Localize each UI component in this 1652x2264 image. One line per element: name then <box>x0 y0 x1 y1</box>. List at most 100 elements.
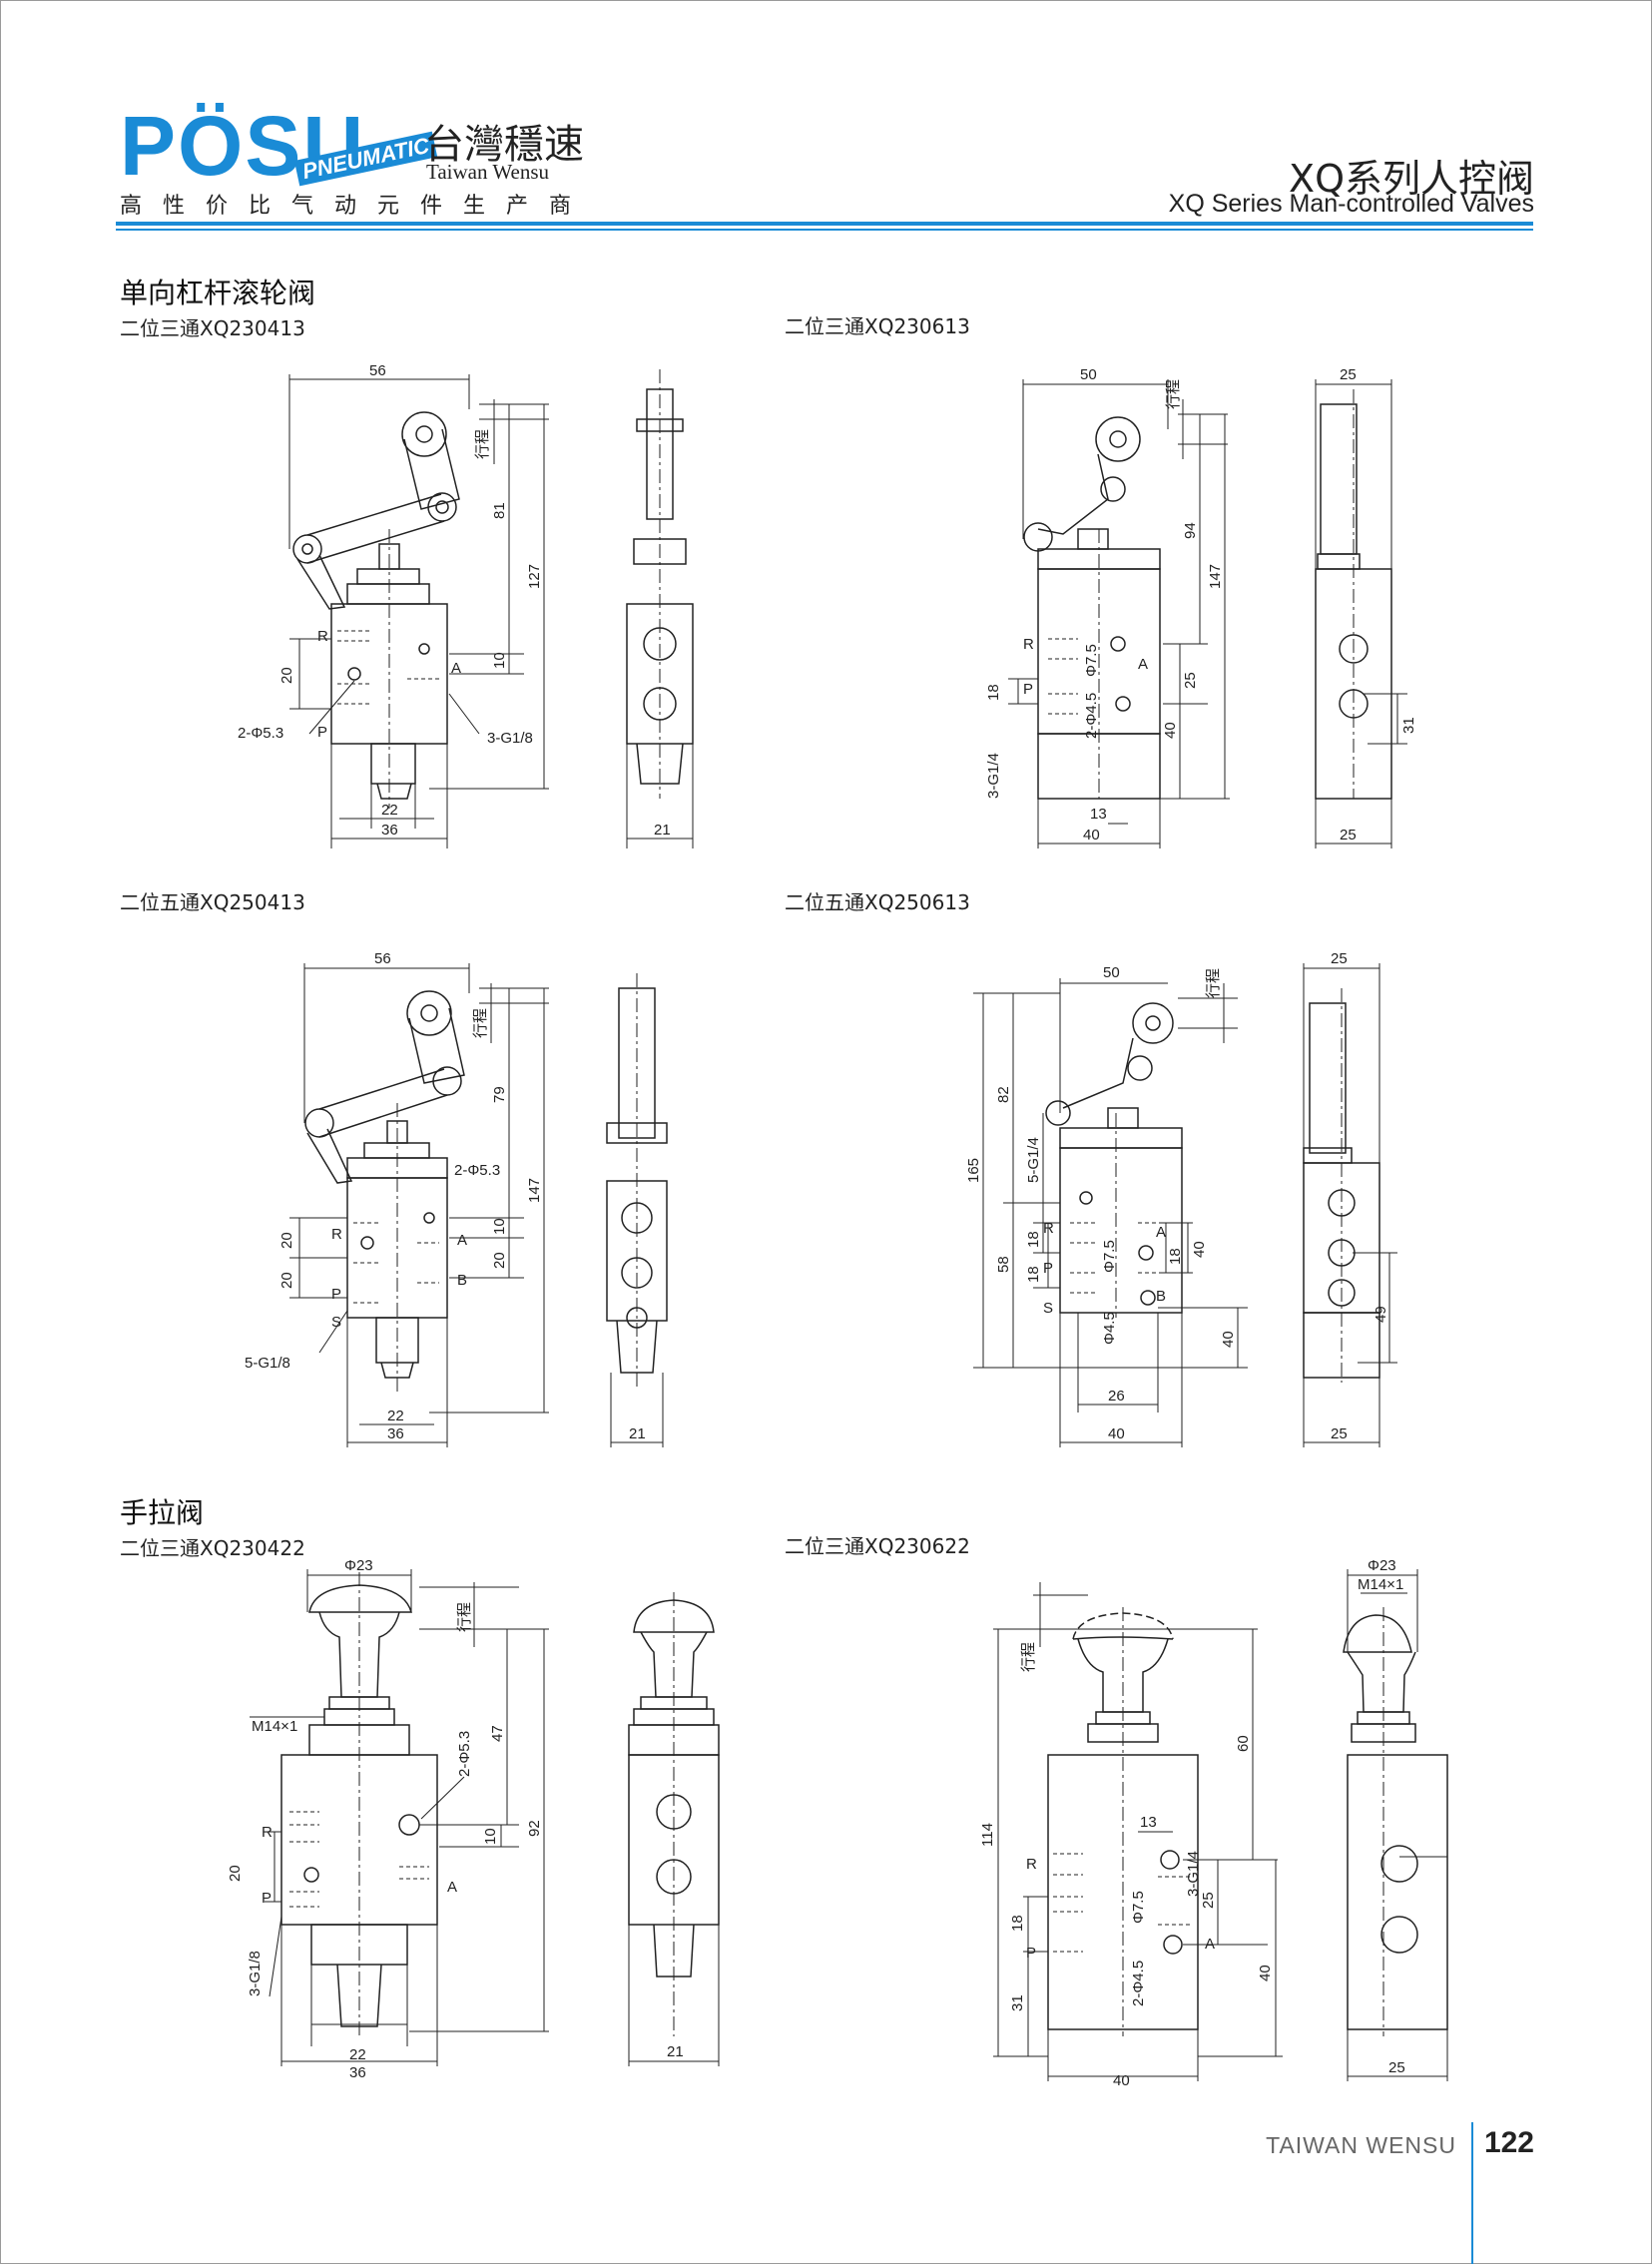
port-label: P <box>262 1890 272 1907</box>
dimension-lines <box>289 963 549 1447</box>
dim-label: 40 <box>1257 1965 1274 1981</box>
dim-label: 20 <box>227 1865 244 1882</box>
dim-label: 60 <box>1235 1735 1252 1752</box>
footer-divider <box>1471 2122 1473 2264</box>
dimension-labels: 行程 114 60 25 40 18 31 3-G1/4 Φ7.5 2-Φ4.5… <box>979 1642 1274 2089</box>
brand-name-cn: 台灣穩速 <box>424 122 584 168</box>
model-title: 二位三通XQ230622 <box>785 1534 970 1558</box>
dim-label: 18 <box>985 684 1002 701</box>
model-title: 二位三通XQ230613 <box>785 314 970 338</box>
side-view <box>606 973 668 1447</box>
dimension-labels: 56 行程 79 147 10 20 2-Φ5.3 20 20 5-G1/8 2… <box>245 950 543 1442</box>
dim-label: 3-G1/8 <box>247 1951 264 1996</box>
dim-label: M14×1 <box>1358 1576 1403 1593</box>
dimension-labels: 25 25 49 <box>1331 950 1389 1442</box>
dim-label: 2-Φ4.5 <box>1083 693 1100 739</box>
dim-label: 40 <box>1162 722 1179 739</box>
page-title-en: XQ Series Man-controlled Valves <box>1168 190 1534 218</box>
section-title-lever-roller: 单向杠杆滚轮阀 <box>120 277 316 309</box>
stroke-label: 行程 <box>472 1008 489 1038</box>
dim-label: 58 <box>995 1256 1012 1273</box>
front-view <box>304 990 465 1393</box>
front-view <box>280 1572 438 2036</box>
dim-label: 10 <box>482 1828 499 1845</box>
port-label: S <box>331 1314 341 1331</box>
dim-label: 165 <box>965 1158 982 1183</box>
dim-label: 114 <box>979 1823 996 1847</box>
drawing-xq230422: Φ23 行程 M14×1 47 92 10 2-Φ5.3 20 3-G1/8 2… <box>227 1557 729 2110</box>
dim-label: 25 <box>1331 950 1348 967</box>
dim-label: 49 <box>1373 1306 1389 1323</box>
dim-label: 3-G1/4 <box>1185 1851 1202 1897</box>
side-view <box>628 1592 720 2066</box>
dim-label: 20 <box>278 667 295 684</box>
model-title: 二位三通XQ230413 <box>120 316 305 340</box>
dim-label: Φ23 <box>1368 1557 1396 1574</box>
brand-tagline: 高性价比气动元件生产商 <box>120 194 593 219</box>
side-view <box>626 369 694 849</box>
port-label: A <box>447 1879 457 1896</box>
dim-label: Φ23 <box>344 1557 373 1574</box>
dim-label: 13 <box>1140 1814 1157 1831</box>
dim-label: 18 <box>1009 1915 1026 1932</box>
port-label: B <box>1156 1288 1166 1305</box>
dim-label: 2-Φ5.3 <box>454 1162 500 1179</box>
dimension-labels: 25 25 31 <box>1340 366 1417 844</box>
dim-label: 20 <box>278 1272 295 1289</box>
dim-label: 5-G1/4 <box>1025 1137 1042 1183</box>
dim-label: 22 <box>387 1408 404 1424</box>
dim-label: 5-G1/8 <box>245 1355 290 1372</box>
dim-label: 20 <box>491 1252 508 1269</box>
port-label: P <box>1026 1945 1036 1962</box>
dim-label: 25 <box>1340 827 1357 844</box>
dim-label: 18 <box>1025 1266 1042 1283</box>
stroke-label: 行程 <box>474 429 491 459</box>
dim-label: 147 <box>1207 564 1224 589</box>
dim-label: 13 <box>1090 806 1107 823</box>
header-rule <box>116 222 1533 226</box>
dim-label: 21 <box>654 822 671 839</box>
dim-label: 18 <box>1167 1248 1184 1265</box>
port-label: P <box>1043 1260 1053 1277</box>
dim-label: 36 <box>387 1425 404 1442</box>
side-view <box>1303 963 1397 1447</box>
stroke-label: 行程 <box>1205 968 1222 998</box>
dim-label: 10 <box>491 1218 508 1235</box>
header-rule-thin <box>116 229 1533 231</box>
dim-label: 25 <box>1331 1425 1348 1442</box>
dimension-labels: Φ23 M14×1 25 <box>1358 1557 1405 2076</box>
stroke-label: 行程 <box>456 1602 473 1632</box>
port-label: P <box>317 724 327 741</box>
dim-label: M14×1 <box>252 1718 297 1735</box>
section-title-pull: 手拉阀 <box>120 1496 205 1529</box>
drawing-xq230613: 50 行程 94 147 25 40 Φ7.5 2-Φ4.5 3-G1/4 18… <box>968 359 1467 872</box>
dim-label: 10 <box>491 652 508 669</box>
dimension-lines <box>1008 379 1230 849</box>
dimension-lines <box>993 1582 1283 2081</box>
front-view <box>292 411 460 809</box>
dim-label: 25 <box>1200 1892 1217 1909</box>
drawing-xq250413: 56 行程 79 147 10 20 2-Φ5.3 20 20 5-G1/8 2… <box>230 943 729 1466</box>
side-view <box>1315 379 1407 849</box>
front-view <box>1023 416 1161 800</box>
dim-label: 36 <box>381 822 398 839</box>
dim-label: 56 <box>374 950 391 967</box>
port-label: R <box>262 1824 273 1841</box>
stroke-label: 行程 <box>1020 1642 1037 1672</box>
port-label: S <box>1043 1300 1053 1317</box>
dim-label: 2-Φ4.5 <box>1130 1961 1147 2006</box>
page-number: 122 <box>1483 2126 1534 2159</box>
dimension-labels: 50 行程 165 82 58 5-G1/4 18 18 Φ7.5 Φ4.5 4… <box>965 964 1237 1442</box>
port-label: P <box>1023 681 1033 698</box>
dim-label: 50 <box>1103 964 1120 981</box>
dim-label: 81 <box>491 502 508 519</box>
port-label: A <box>1205 1936 1215 1953</box>
dim-label: 47 <box>489 1725 506 1742</box>
dimension-lines <box>250 1569 549 2066</box>
drawing-xq250613: 50 行程 165 82 58 5-G1/4 18 18 Φ7.5 Φ4.5 4… <box>948 943 1467 1466</box>
dim-label: 40 <box>1113 2072 1130 2089</box>
port-label: A <box>1156 1224 1166 1241</box>
port-label: P <box>331 1286 341 1303</box>
port-label: A <box>1138 656 1148 673</box>
dim-label: 2-Φ5.3 <box>238 725 283 742</box>
